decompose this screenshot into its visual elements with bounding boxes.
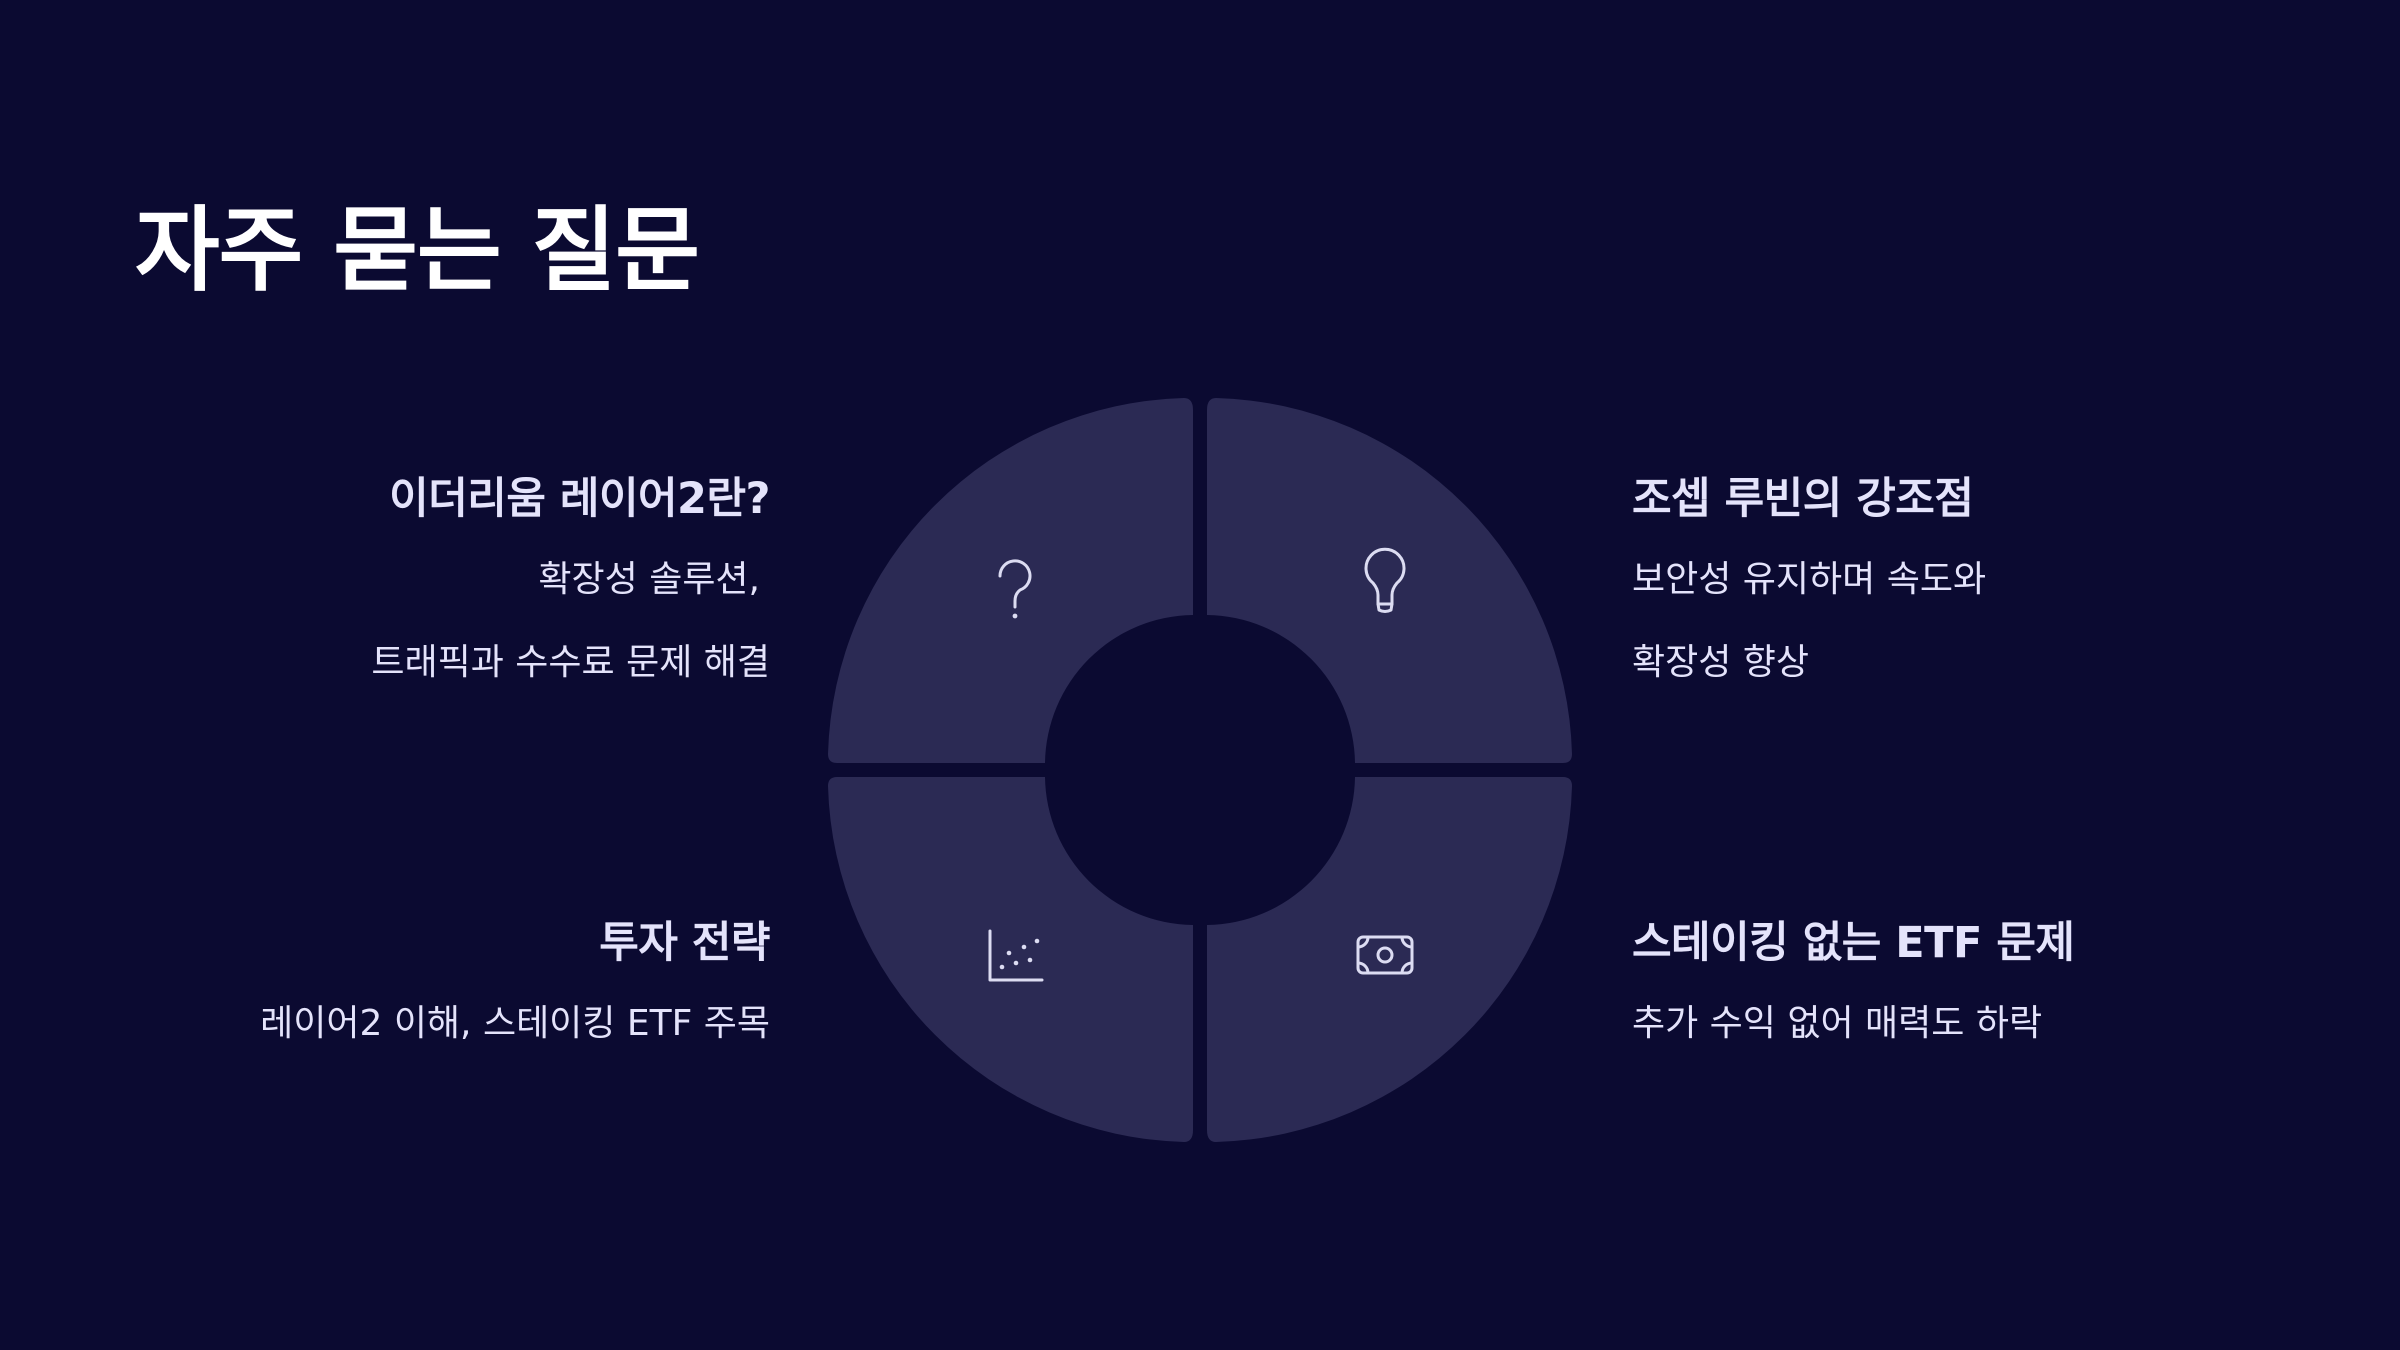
faq-line: 트래픽과 수수료 문제 해결 xyxy=(371,641,770,683)
banknote-icon xyxy=(1356,935,1414,975)
question-icon xyxy=(998,559,1032,619)
faq-block-bottom-left: 투자 전략 레이어2 이해, 스테이킹 ETF 주목 xyxy=(90,918,770,1045)
faq-line: 보안성 유지하며 속도와 xyxy=(1632,558,1987,600)
faq-line: 확장성 솔루션, xyxy=(538,558,760,600)
faq-block-bottom-right: 스테이킹 없는 ETF 문제 추가 수익 없어 매력도 하락 xyxy=(1632,918,2312,1045)
faq-heading: 스테이킹 없는 ETF 문제 xyxy=(1632,918,2075,968)
slide-title: 자주 묻는 질문 xyxy=(135,197,700,304)
quadrant-top-right xyxy=(1207,398,1572,763)
faq-heading: 조셉 루빈의 강조점 xyxy=(1632,474,1974,524)
faq-block-top-right: 조셉 루빈의 강조점 보안성 유지하며 속도와 확장성 향상 xyxy=(1632,474,2312,684)
scatter-chart-icon xyxy=(988,929,1044,982)
lightbulb-icon xyxy=(1364,547,1406,613)
faq-heading: 이더리움 레이어2란? xyxy=(389,474,770,524)
faq-heading: 투자 전략 xyxy=(599,918,770,968)
faq-line: 레이어2 이해, 스테이킹 ETF 주목 xyxy=(260,1002,770,1044)
faq-line: 확장성 향상 xyxy=(1632,641,1810,683)
quadrant-top-left xyxy=(828,398,1193,763)
quadrant-bottom-left xyxy=(828,777,1193,1142)
quadrant-diagram xyxy=(820,390,1580,1150)
faq-line: 추가 수익 없어 매력도 하락 xyxy=(1632,1002,2043,1044)
faq-block-top-left: 이더리움 레이어2란? 확장성 솔루션, 트래픽과 수수료 문제 해결 xyxy=(90,474,770,684)
